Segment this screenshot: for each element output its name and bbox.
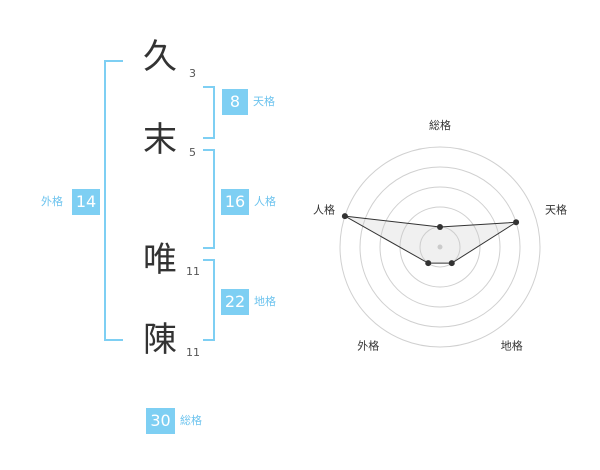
stroke-count-2: 5	[189, 146, 196, 159]
radar-point-4	[341, 213, 348, 220]
kanji-2: 末	[143, 120, 177, 160]
kanji-1: 久	[143, 37, 177, 77]
gaikaku-label: 外格	[41, 195, 63, 208]
gaikaku-value-badge: 14	[72, 189, 100, 215]
radar-ring-4	[359, 166, 521, 328]
radar-axis-label-4: 人格	[313, 202, 335, 216]
radar-point-3	[425, 260, 432, 267]
stroke-count-3: 11	[186, 265, 200, 278]
jinkaku-label: 人格	[254, 195, 276, 208]
stroke-count-4: 11	[186, 346, 200, 359]
soukaku-label: 総格	[180, 414, 202, 427]
kanji-4: 陳	[143, 320, 177, 360]
radar-point-2	[448, 260, 455, 267]
stroke-count-1: 3	[189, 67, 196, 80]
radar-point-1	[513, 219, 520, 226]
kanji-3: 唯	[143, 240, 177, 280]
radar-axis-label-0: 総格	[429, 118, 451, 132]
radar-axis-label-3: 外格	[357, 339, 379, 353]
radar-ring-5	[339, 146, 541, 348]
radar-area	[344, 215, 517, 264]
tenkaku-label: 天格	[253, 95, 275, 108]
radar-center	[437, 244, 443, 250]
radar-axis-label-2: 地格	[501, 339, 523, 353]
chikaku-label: 地格	[254, 295, 276, 308]
jinkaku-value-badge: 16	[221, 189, 249, 215]
radar-axis-label-1: 天格	[545, 202, 567, 216]
chikaku-value-badge: 22	[221, 289, 249, 315]
soukaku-value-badge: 30	[146, 408, 175, 434]
tenkaku-value-badge: 8	[222, 89, 248, 115]
radar-ring-3	[379, 186, 501, 308]
radar-point-0	[437, 224, 443, 230]
radar-grid	[339, 146, 541, 348]
radar-points	[341, 213, 520, 267]
